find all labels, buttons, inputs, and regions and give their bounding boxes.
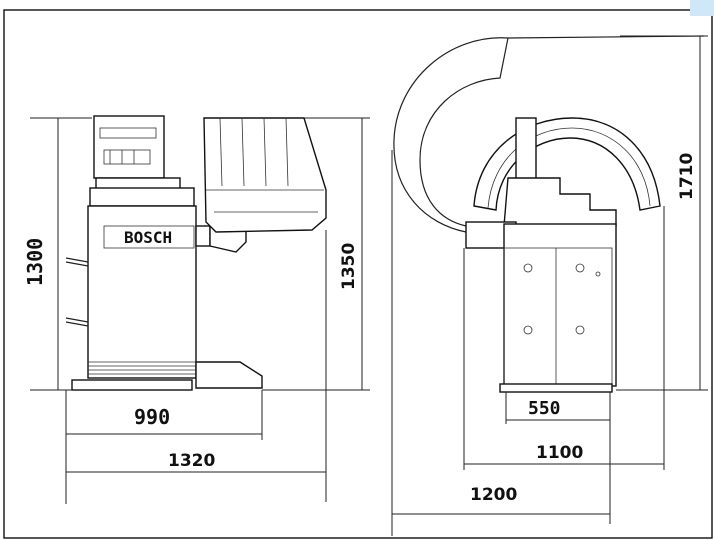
dim-label-1350: 1350 xyxy=(339,243,359,290)
dim-label-990: 990 xyxy=(134,405,170,429)
brand-label: BOSCH xyxy=(124,228,172,247)
front-view: BOSCH xyxy=(65,115,327,391)
dim-label-1100: 1100 xyxy=(536,443,583,463)
cabinet xyxy=(87,205,197,379)
corner-accent xyxy=(690,0,714,16)
guard-open-outline xyxy=(419,37,509,227)
drawing-border xyxy=(3,9,713,539)
dim-label-1300: 1300 xyxy=(23,238,47,286)
dim-label-1320: 1320 xyxy=(168,451,215,471)
side-view xyxy=(393,35,705,393)
dimension-lines xyxy=(30,35,708,536)
dim-label-1200: 1200 xyxy=(470,485,517,505)
dim-label-550: 550 xyxy=(528,398,561,419)
dim-label-1710: 1710 xyxy=(677,153,697,200)
wheel-guard-front xyxy=(203,117,327,233)
display-panel xyxy=(93,115,165,179)
